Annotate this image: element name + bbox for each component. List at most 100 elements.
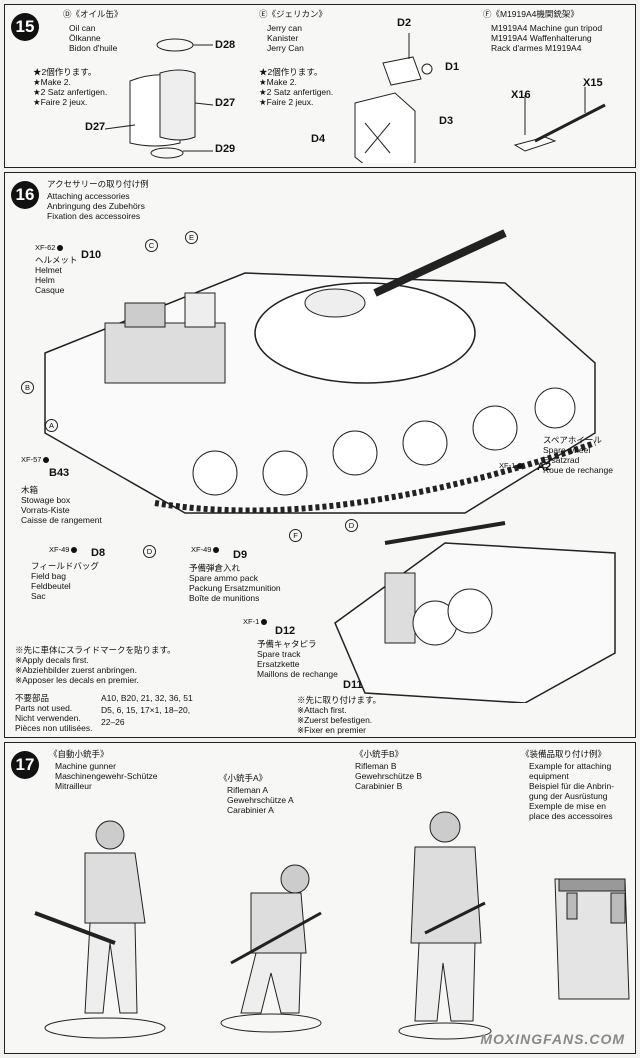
part-b43: B43 [49, 467, 70, 479]
d11-en: ※Attach first. [297, 705, 347, 715]
spare-wheel-en: Spare wheel [543, 445, 591, 455]
part-x15: X15 [583, 77, 603, 89]
part-d29: D29 [215, 143, 236, 155]
track-fr: Maillons de rechange [257, 669, 338, 679]
fieldbag-paint: XF-49 [49, 545, 78, 554]
part-d11: D11 [343, 679, 363, 691]
helmet-jp: ヘルメット [35, 255, 78, 265]
ref-circle-f: F [289, 529, 302, 542]
stowage-en: Stowage box [21, 495, 71, 505]
make2-jp: ★2個作ります。 [33, 67, 97, 77]
fieldbag-jp: フィールドバッグ [31, 561, 99, 571]
decals-fr: ※Apposer les decals en premier. [15, 675, 139, 685]
helmet-paint: XF-62 [35, 243, 64, 252]
jerry-can-en: Jerry can [267, 23, 302, 33]
equipment-belt-figure [554, 878, 630, 1000]
unused-list-3: 22–26 [101, 717, 125, 727]
helmet-fr: Casque [35, 285, 65, 295]
stowage-paint: XF-57 [21, 455, 50, 464]
rifleman-b-figure [398, 811, 492, 1040]
stowage-jp: 木箱 [21, 485, 39, 495]
make2-e-en: ★Make 2. [259, 77, 297, 87]
jerry-can-title: Ⓔ《ジェリカン》 [259, 9, 328, 19]
eq-title: 《装備品取り付け例》 [521, 749, 607, 759]
jerry-can-de: Kanister [267, 33, 299, 43]
part-x16: X16 [511, 89, 531, 101]
rifleman-a-figure [220, 864, 322, 1033]
ra-fr: Carabinier A [227, 805, 274, 815]
ammo-jp: 予備弾倉入れ [189, 563, 241, 573]
oil-can-fr: Bidon d'huile [69, 43, 118, 53]
mg-fr: Mitrailleur [55, 781, 92, 791]
attaching-title-fr: Fixation des accessoires [47, 211, 141, 221]
step-16-panel: 16 アクセサリーの取り付け例 Attaching accessories An… [4, 172, 636, 738]
spare-wheel-jp: スペアホイール [543, 435, 602, 445]
sherman-tank-drawing [44, 229, 596, 514]
part-d8: D8 [91, 547, 106, 559]
tripod-drawing [513, 87, 606, 152]
oil-can-drawing [105, 38, 214, 159]
tripod-de: M1919A4 Waffenhalterung [491, 33, 592, 43]
make2-e-jp: ★2個作ります。 [259, 67, 323, 77]
part-d1: D1 [445, 61, 460, 73]
eq-fr2: place des accessoires [529, 811, 613, 821]
make2-de: ★2 Satz anfertigen. [33, 87, 108, 97]
eq-fr: Exemple de mise en [529, 801, 607, 811]
d11-jp: ※先に取り付けます。 [297, 695, 382, 705]
tripod-fr: Rack d'armes M1919A4 [491, 43, 582, 53]
step-number: 15 [11, 13, 39, 41]
ra-title: 《小銃手A》 [219, 773, 268, 783]
rb-fr: Carabinier B [355, 781, 403, 791]
unused-jp: 不要部品 [15, 693, 50, 703]
ref-circle-d2: D [345, 519, 358, 532]
unused-list-1: A10, B20, 21, 32, 36, 51 [101, 693, 193, 703]
make2-e-de: ★2 Satz anfertigen. [259, 87, 334, 97]
track-de: Ersatzkette [257, 659, 300, 669]
attaching-title-en: Attaching accessories [47, 191, 130, 201]
decals-de: ※Abziehbilder zuerst anbringen. [15, 665, 137, 675]
fieldbag-fr: Sac [31, 591, 46, 601]
rb-en: Rifleman B [355, 761, 397, 771]
oil-can-de: Ölkanne [69, 33, 101, 43]
mg-en: Machine gunner [55, 761, 116, 771]
ref-circle-a: A [45, 419, 58, 432]
helmet-de: Helm [35, 275, 55, 285]
ammo-fr: Boîte de munitions [189, 593, 260, 603]
unused-de: Nicht verwenden. [15, 713, 81, 723]
ammo-de: Packung Ersatzmunition [189, 583, 281, 593]
unused-fr: Pièces non utilisées. [15, 723, 93, 733]
oil-can-title: Ⓓ《オイル缶》 [63, 9, 123, 19]
mg-title: 《自動小銃手》 [49, 749, 109, 759]
rb-title: 《小銃手B》 [355, 749, 404, 759]
ref-circle-d: D [143, 545, 156, 558]
part-d3: D3 [439, 115, 454, 127]
spare-wheel-de: Ersatzrad [543, 455, 580, 465]
step-number: 16 [11, 181, 39, 209]
machine-gunner-figure [34, 820, 166, 1039]
d11-de: ※Zuerst befestigen. [297, 715, 373, 725]
fieldbag-de: Feldbeutel [31, 581, 71, 591]
part-d4: D4 [311, 133, 326, 145]
rear-hull-detail-drawing [334, 521, 616, 703]
decals-en: ※Apply decals first. [15, 655, 89, 665]
fieldbag-en: Field bag [31, 571, 66, 581]
make2-en: ★Make 2. [33, 77, 71, 87]
ref-circle-e: E [185, 231, 198, 244]
part-d10: D10 [81, 249, 102, 261]
watermark: MOXINGFANS.COM [480, 1031, 625, 1047]
jerry-can-fr: Jerry Can [267, 43, 304, 53]
unused-list-2: D5, 6, 15, 17×1, 18–20, [101, 705, 191, 715]
eq-de: Beispiel für die Anbrin- [529, 781, 615, 791]
stowage-fr: Caisse de rangement [21, 515, 102, 525]
part-d27-right: D27 [215, 97, 236, 109]
step-number: 17 [11, 751, 39, 779]
part-d28: D28 [215, 39, 236, 51]
step-15-panel: 15 Ⓓ《オイル缶》 Oil can Ölkanne Bidon d'huile… [4, 4, 636, 168]
track-paint: XF-1 [243, 617, 268, 626]
helmet-en: Helmet [35, 265, 62, 275]
spare-wheel-paint: XF-1 [499, 461, 524, 470]
part-d12: D12 [275, 625, 296, 637]
track-en: Spare track [257, 649, 301, 659]
attaching-title-jp: アクセサリーの取り付け例 [47, 179, 149, 189]
stowage-de: Vorrats-Kiste [21, 505, 70, 515]
